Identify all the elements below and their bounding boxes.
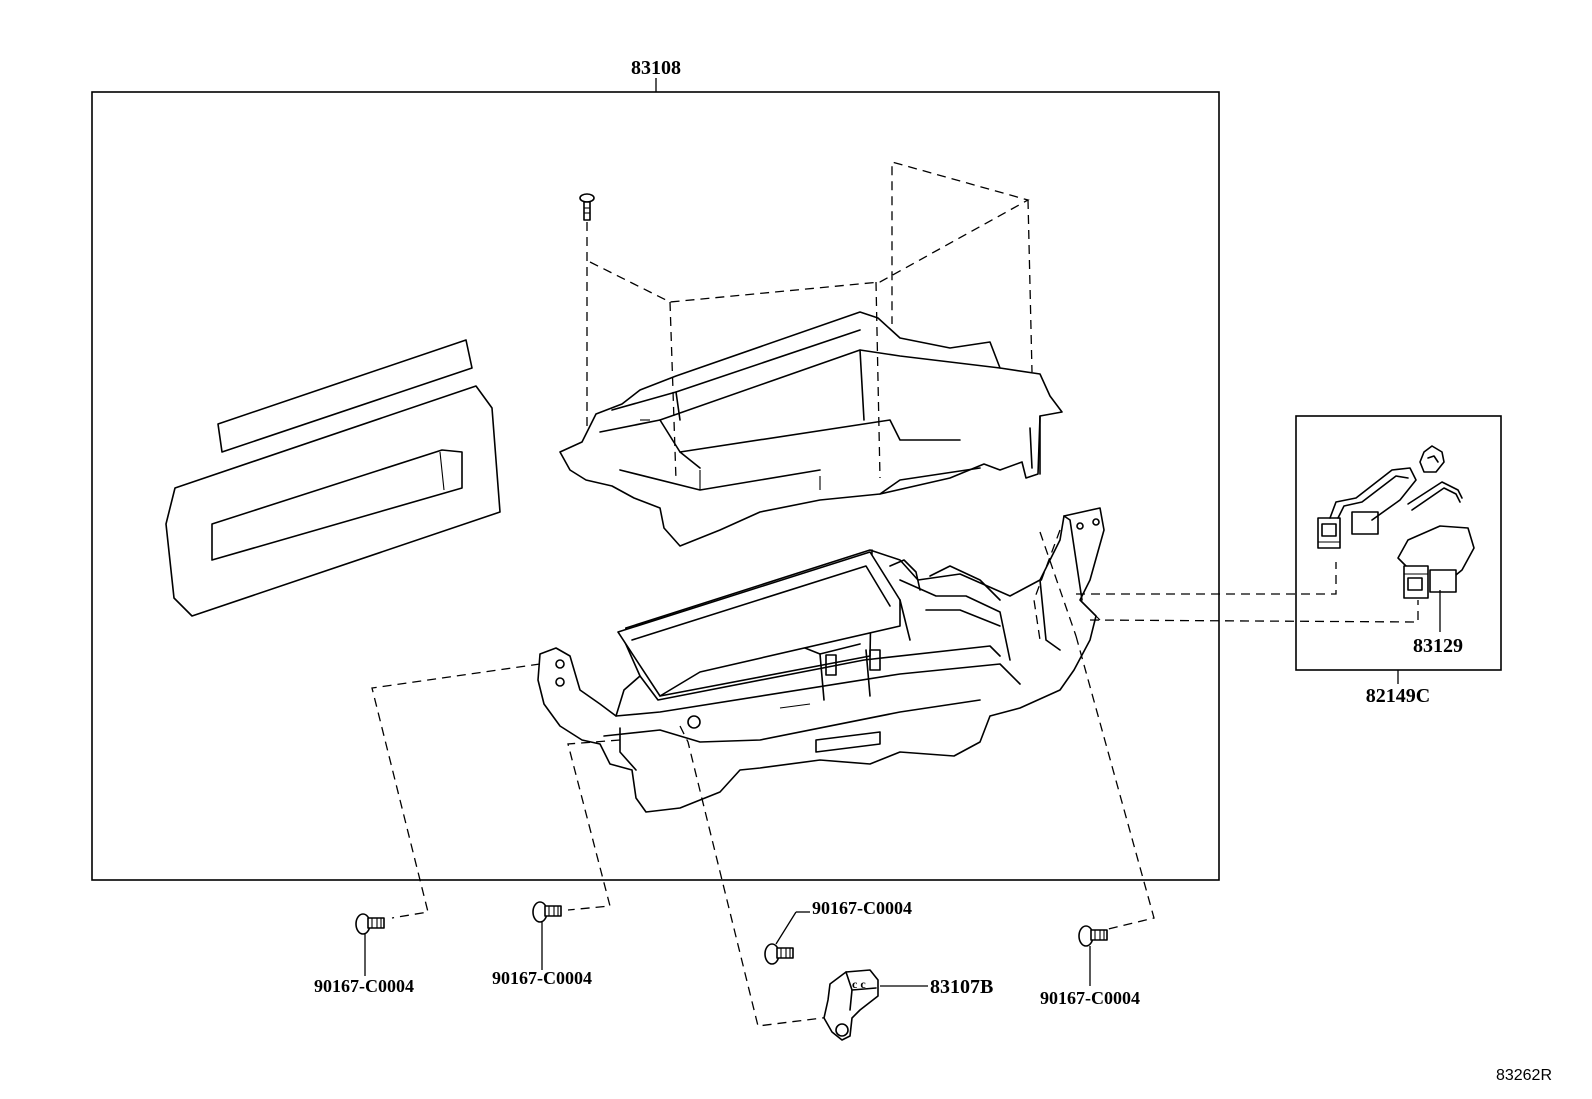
trim-panel-lower[interactable] — [165, 385, 501, 617]
lower-dashed-guides — [371, 529, 1419, 1027]
display-bezel[interactable] — [617, 551, 1001, 697]
screw-left[interactable] — [355, 913, 385, 935]
console-lower-frame[interactable] — [537, 507, 1105, 813]
clamp-83107b[interactable]: c c — [823, 969, 879, 1041]
upper-dashed-guides — [586, 161, 1033, 481]
screw-mid-left[interactable] — [532, 901, 562, 923]
label-83129[interactable]: 83129 — [1413, 635, 1463, 657]
label-83108[interactable]: 83108 — [631, 57, 681, 79]
label-82149C[interactable]: 82149C — [1366, 685, 1430, 707]
harness-clip[interactable] — [1419, 445, 1445, 473]
harness-tube[interactable] — [1407, 481, 1463, 511]
console-upper-housing[interactable] — [559, 311, 1063, 547]
harness-connector-lower[interactable] — [1397, 525, 1475, 599]
screw-right[interactable] — [1078, 925, 1108, 947]
trim-strip-upper[interactable] — [217, 339, 473, 453]
label-83107B[interactable]: 83107B — [930, 976, 993, 998]
label-screw-center[interactable]: 90167-C0004 — [812, 898, 912, 918]
screw-center[interactable] — [764, 943, 794, 965]
label-screw-mid-left[interactable]: 90167-C0004 — [492, 968, 592, 988]
diagram-reference-code: 83262R — [1496, 1067, 1552, 1084]
label-screw-left[interactable]: 90167-C0004 — [314, 976, 414, 996]
top-screw[interactable] — [579, 193, 595, 221]
screw-center-leader — [775, 911, 797, 945]
harness-connector-upper[interactable] — [1317, 467, 1417, 549]
clamp-marking-icon: c c — [852, 977, 866, 991]
label-screw-right[interactable]: 90167-C0004 — [1040, 988, 1140, 1008]
